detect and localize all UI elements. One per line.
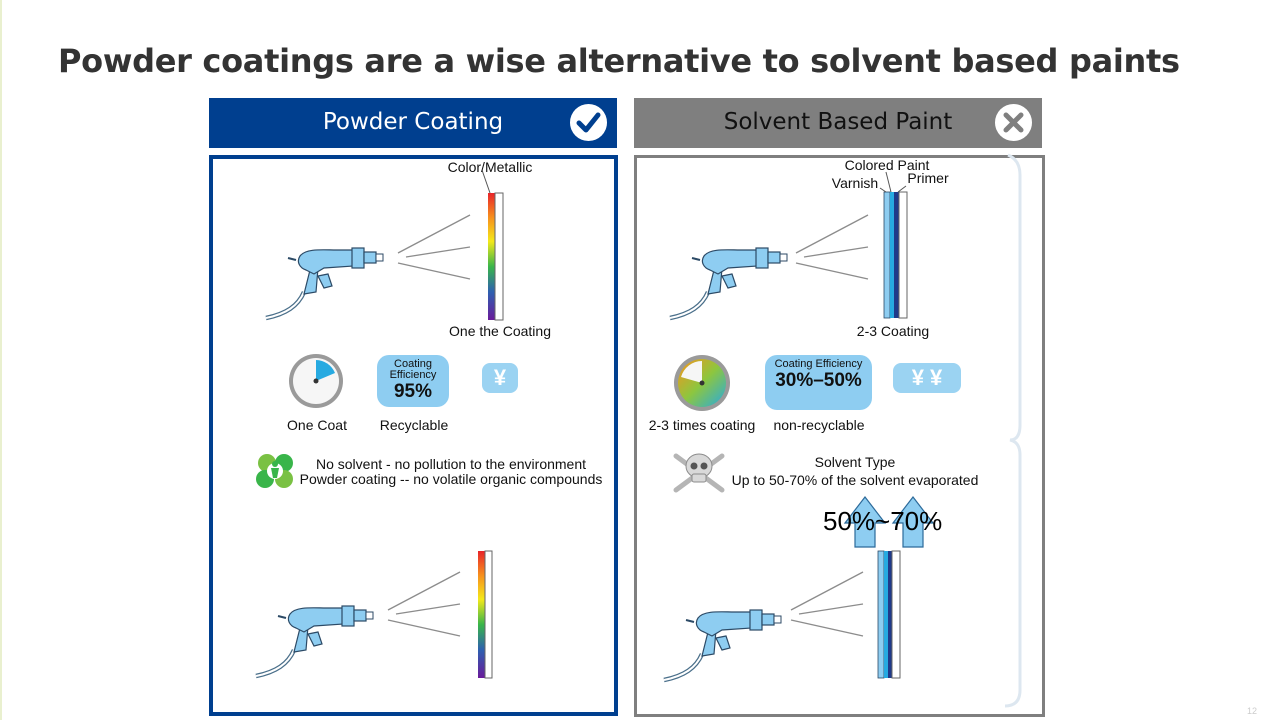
no-solvent-text: No solvent - no pollution to the environ… bbox=[315, 456, 587, 472]
evaporation-percentage: 50%~70% bbox=[823, 506, 943, 536]
spray-lines bbox=[397, 214, 471, 280]
spray-gun-icon bbox=[664, 610, 781, 680]
colored-paint-layer bbox=[890, 192, 894, 318]
substrate bbox=[484, 550, 493, 679]
solvent-paint-header-text: Solvent Based Paint bbox=[723, 109, 953, 135]
primer-layer bbox=[888, 551, 892, 678]
spray-gun-icon bbox=[670, 248, 787, 318]
cost-icon: ¥ ¥ bbox=[893, 363, 961, 393]
colored-paint-layer bbox=[884, 551, 888, 678]
varnish-layer bbox=[883, 191, 891, 319]
colored-paint-label: Colored Paint bbox=[844, 157, 930, 173]
efficiency-title: Coating Efficiency bbox=[389, 358, 437, 381]
spray-gun-icon bbox=[256, 606, 373, 676]
powder-coating-header-text: Powder Coating bbox=[322, 109, 504, 135]
varnish-label: Varnish bbox=[831, 175, 879, 191]
efficiency-title: Coating Efficiency bbox=[774, 358, 863, 370]
skull-crossbones-icon bbox=[673, 453, 725, 493]
spray-lines bbox=[795, 214, 869, 280]
efficiency-value: 30%–50% bbox=[775, 370, 862, 391]
slide-title: Powder coatings are a wise alternative t… bbox=[58, 42, 1180, 80]
bracket-decoration bbox=[1004, 153, 1022, 708]
powder-coating-panel bbox=[209, 155, 618, 716]
solvent-paint-panel bbox=[634, 155, 1045, 717]
slide-edge-accent bbox=[0, 0, 2, 720]
color-layer bbox=[478, 551, 485, 678]
clock-icon bbox=[674, 355, 730, 411]
one-coating-label: One the Coating bbox=[449, 323, 551, 339]
powder-coating-header: Powder Coating bbox=[209, 98, 617, 148]
coating-efficiency-badge: Coating Efficiency 95% bbox=[377, 355, 449, 407]
non-recyclable-label: non-recyclable bbox=[773, 417, 865, 433]
page-number: 12 bbox=[1246, 706, 1257, 716]
coating-efficiency-badge: Coating Efficiency 30%–50% bbox=[765, 355, 872, 410]
substrate bbox=[494, 192, 504, 321]
spray-lines bbox=[387, 571, 461, 637]
check-icon bbox=[570, 104, 607, 141]
efficiency-value: 95% bbox=[393, 381, 433, 402]
eco-icon bbox=[256, 454, 293, 488]
multi-times-coating-label: 2-3 times coating bbox=[648, 417, 756, 433]
solvent-type-text: Solvent Type bbox=[814, 454, 896, 470]
varnish-layer bbox=[877, 550, 885, 679]
spray-lines bbox=[790, 571, 864, 637]
substrate bbox=[891, 550, 901, 679]
clock-icon bbox=[289, 354, 343, 408]
color-layer bbox=[488, 193, 495, 320]
cost-icon: ¥ bbox=[482, 363, 518, 393]
solvent-paint-header: Solvent Based Paint bbox=[634, 98, 1042, 148]
no-voc-text: Powder coating -- no volatile organic co… bbox=[299, 471, 603, 487]
close-icon bbox=[995, 104, 1032, 141]
color-metallic-label: Color/Metallic bbox=[447, 159, 533, 175]
primer-label: Primer bbox=[907, 170, 949, 186]
substrate bbox=[898, 191, 908, 319]
recyclable-label: Recyclable bbox=[379, 417, 449, 433]
solvent-evaporated-text: Up to 50-70% of the solvent evaporated bbox=[731, 472, 979, 488]
spray-gun-icon bbox=[266, 248, 383, 318]
multi-coating-label: 2-3 Coating bbox=[856, 323, 930, 339]
one-coat-label: One Coat bbox=[287, 417, 347, 433]
primer-layer bbox=[894, 192, 899, 318]
